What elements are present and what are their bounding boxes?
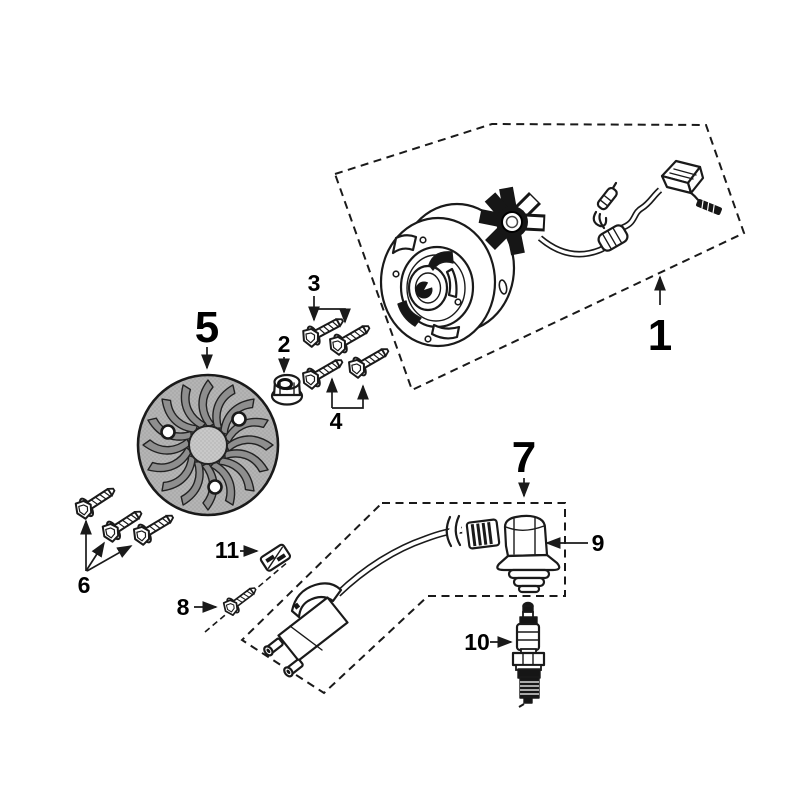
part-label-6: 6: [78, 572, 91, 598]
stub-terminal: [696, 199, 722, 215]
fan-wheel: 5: [136, 303, 280, 517]
screw-8: 8: [177, 581, 262, 620]
label-4-leader: [332, 384, 369, 409]
spark-plug: 10: [464, 601, 546, 708]
part-label-10: 10: [464, 629, 490, 655]
part-label-11: 11: [215, 537, 240, 563]
label-6-leader: [85, 541, 105, 572]
ignition-coil: [263, 582, 349, 678]
coil-terminal: [263, 637, 284, 657]
part-label-2: 2: [278, 331, 291, 357]
ht-lead: [335, 526, 463, 597]
spark-plug-cap: 9: [496, 514, 605, 594]
assembly-1-dashed-outline: [333, 122, 746, 392]
part-label-8: 8: [177, 594, 190, 620]
wire-grommet: [597, 224, 629, 252]
screws-4: 4: [298, 340, 394, 434]
part-label-7: 7: [512, 433, 536, 482]
screws-6: 6: [70, 480, 179, 598]
wiring-harness: [537, 159, 722, 258]
fan-hole: [207, 479, 223, 495]
assembly-7-dashed-outline: [240, 502, 566, 695]
coil-terminal: [283, 658, 304, 678]
cable-break-marks: [445, 514, 462, 548]
part-label-9: 9: [592, 530, 605, 556]
fan-hole: [231, 411, 247, 427]
connector-block: [660, 159, 705, 195]
fan-hole: [160, 424, 176, 440]
part-label-5: 5: [195, 303, 219, 352]
screws-3: 3: [298, 270, 375, 359]
magneto-assembly-group: 1: [333, 122, 746, 392]
part-label-4: 4: [330, 408, 343, 434]
label-3-leader: [314, 308, 351, 324]
flywheel-rotor: [379, 202, 516, 348]
flange-nut: 2: [270, 331, 304, 406]
cable-clip: 11: [215, 537, 292, 572]
label-6-leader: [86, 545, 133, 572]
cable-boot: [465, 518, 501, 550]
branch-terminal: [592, 181, 618, 230]
part-label-1: 1: [648, 311, 672, 360]
stator-coils: [478, 186, 546, 256]
ignition-coil-assembly-group: 9 7: [204, 433, 605, 695]
part-label-3: 3: [308, 270, 321, 296]
